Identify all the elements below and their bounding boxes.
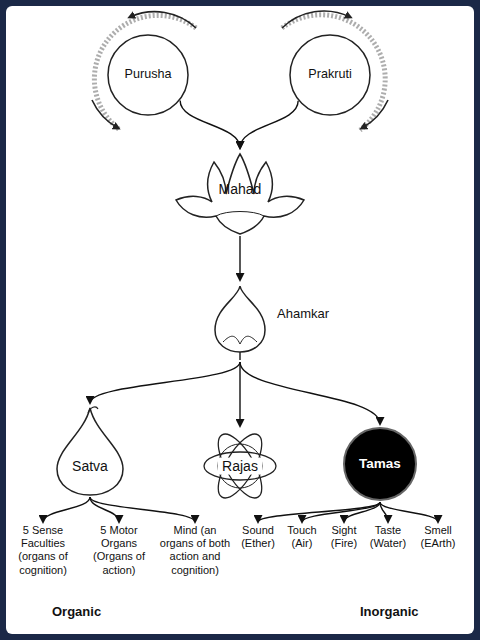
purusha-circle: Purusha xyxy=(106,33,190,117)
tamas-circle: Tamas xyxy=(342,426,418,502)
node-label: 5 Sense Faculties (organs of cognition) xyxy=(4,524,82,577)
node-label: Prakruti xyxy=(288,67,372,82)
flow-arrow xyxy=(240,362,380,424)
mind-text: Mind (an organs of both action and cogni… xyxy=(156,524,234,577)
node-label: 5 Motor Organs (Organs of action) xyxy=(84,524,154,577)
node-label: Rajas xyxy=(218,458,262,475)
node-label: Mind (an organs of both action and cogni… xyxy=(156,524,234,577)
node-label: Sound (Ether) xyxy=(236,524,280,550)
swirl-arc xyxy=(94,15,196,130)
node-label: Sight (Fire) xyxy=(324,524,364,550)
satva-drop: Satva xyxy=(52,405,128,497)
swirl-arc xyxy=(282,15,385,130)
swirl-arrow xyxy=(130,12,196,28)
satva-drop-outline xyxy=(52,405,128,497)
flow-arrow xyxy=(43,497,90,522)
flow-arrow xyxy=(90,362,240,403)
node-label: Mahad xyxy=(176,181,304,198)
smell-text: Smell (EArth) xyxy=(412,524,464,550)
flow-arrow xyxy=(380,502,438,522)
flow-arrow xyxy=(180,100,240,148)
node-label: Touch (Air) xyxy=(282,524,322,550)
rajas-atom: Rajas xyxy=(200,428,280,504)
flow-arrow xyxy=(90,497,195,522)
node-label: Taste (Water) xyxy=(366,524,410,550)
swirl-arrow xyxy=(362,100,388,128)
flow-arrow xyxy=(302,502,380,522)
swirl-arrow xyxy=(92,100,118,128)
flow-arrow xyxy=(239,236,240,280)
taste-text: Taste (Water) xyxy=(366,524,410,550)
node-label: Smell (EArth) xyxy=(412,524,464,550)
swirl-arrow xyxy=(282,11,350,28)
node-label: Ahamkar xyxy=(277,306,329,322)
prakruti-circle: Prakruti xyxy=(288,33,372,117)
touch-text: Touch (Air) xyxy=(282,524,322,550)
node-label: Tamas xyxy=(342,456,418,472)
flow-arrow xyxy=(239,362,240,426)
group-label: Organic xyxy=(52,604,101,619)
ahamkar-bud: Ahamkar xyxy=(205,282,335,362)
node-label: Satva xyxy=(58,458,122,475)
group-label: Inorganic xyxy=(360,604,419,619)
sound-text: Sound (Ether) xyxy=(236,524,280,550)
flow-arrow xyxy=(258,502,380,522)
flow-arrow xyxy=(344,502,380,522)
sight-text: Sight (Fire) xyxy=(324,524,364,550)
flow-arrow xyxy=(240,101,298,148)
sense-faculties-text: 5 Sense Faculties (organs of cognition) xyxy=(4,524,82,577)
node-label: Purusha xyxy=(106,67,190,82)
ahamkar-bud-outline xyxy=(205,282,275,362)
mahad-lotus: Mahad xyxy=(170,150,310,236)
motor-organs-text: 5 Motor Organs (Organs of action) xyxy=(84,524,154,577)
